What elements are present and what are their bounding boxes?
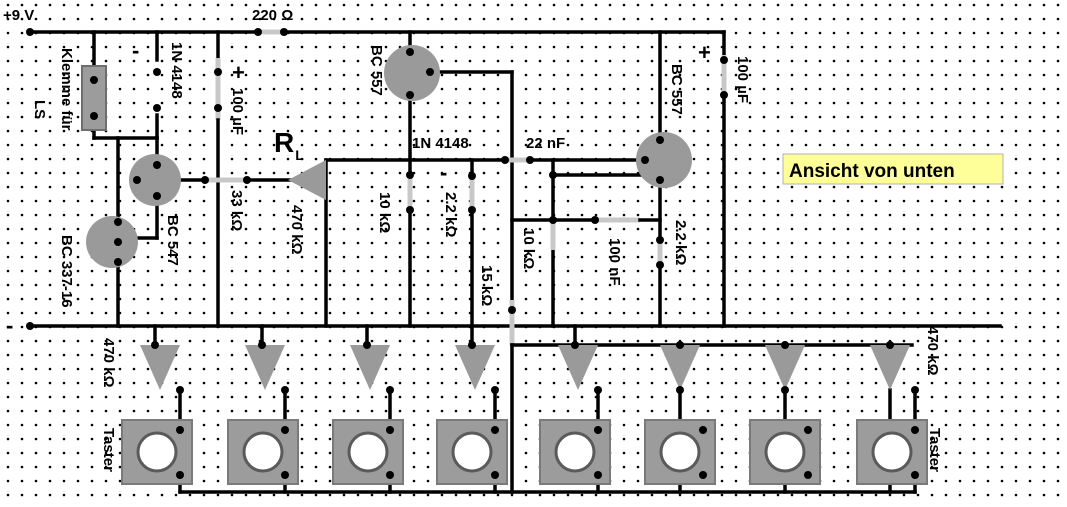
node (114, 258, 122, 266)
label-d1-minus: - (132, 38, 139, 63)
node (426, 68, 434, 76)
node (114, 238, 122, 246)
node (90, 112, 98, 120)
label-d1: 1N 4148 (168, 42, 185, 99)
node (406, 91, 414, 99)
node (153, 192, 161, 200)
note-view-from-below: Ansicht von unten (789, 161, 955, 182)
label-r10k-a: 10 kΩ (376, 192, 393, 233)
node (90, 76, 98, 84)
label-r15k: 15 kΩ (478, 265, 495, 306)
label-c22n: 22 nF (526, 135, 565, 152)
junction-nodes (26, 28, 728, 330)
node (641, 156, 649, 164)
label-bc557-right: BC 557 (668, 64, 685, 115)
label-c100-right-plus: + (698, 40, 711, 65)
node (153, 161, 161, 169)
node (133, 176, 141, 184)
label-plus-9v: +9 V (3, 7, 34, 24)
label-c100-right: 100 µF (734, 56, 751, 103)
node (406, 48, 414, 56)
node (114, 218, 122, 226)
label-r470k-rl: 470 kΩ (288, 205, 305, 255)
node (656, 176, 664, 184)
label-r33k: 33 kΩ (228, 190, 245, 231)
label-clamp-ls: LS (31, 100, 48, 119)
potentiometer-rl (288, 160, 326, 200)
label-taster-right: Taster (926, 428, 943, 472)
label-r2k2-a: 2.2 kΩ (442, 192, 459, 237)
label-r470k-left: 470 kΩ (100, 338, 117, 388)
transistor-bc337 (86, 216, 138, 268)
button-row (121, 419, 928, 485)
transistor-bc557-right (636, 132, 692, 188)
rails (28, 29, 1002, 494)
label-r470k-right: 470 kΩ (924, 326, 941, 376)
right-wiring (657, 30, 727, 328)
node (656, 136, 664, 144)
speaker-clamp (81, 65, 107, 131)
label-taster-left: Taster (100, 428, 117, 472)
label-d2-minus: - (440, 160, 447, 185)
label-minus-rail: - (6, 313, 13, 338)
label-bc337: BC 337-16 (58, 235, 75, 308)
label-bc557-left: BC 557 (368, 45, 385, 96)
note-box (782, 153, 1004, 185)
label-r10k-b: 10 kΩ (520, 228, 537, 269)
left-wiring (92, 30, 657, 328)
label-rl: RL (274, 127, 304, 163)
label-d2: 1N 4148 (412, 135, 469, 152)
transistor-bc547 (129, 154, 181, 206)
label-c100n: 100 nF (606, 238, 623, 286)
label-r220: 220 Ω (252, 7, 293, 24)
middle-wiring (407, 30, 662, 494)
transistor-bc557-left (384, 45, 440, 101)
trimmer-row (140, 341, 919, 394)
label-r2k2-b: 2.2 kΩ (672, 220, 689, 265)
label-c100-left: 100 µF (229, 88, 246, 135)
label-clamp: Klemme für (58, 48, 75, 131)
label-c100-left-plus: + (232, 60, 245, 85)
label-bc547: BC 547 (164, 215, 181, 266)
